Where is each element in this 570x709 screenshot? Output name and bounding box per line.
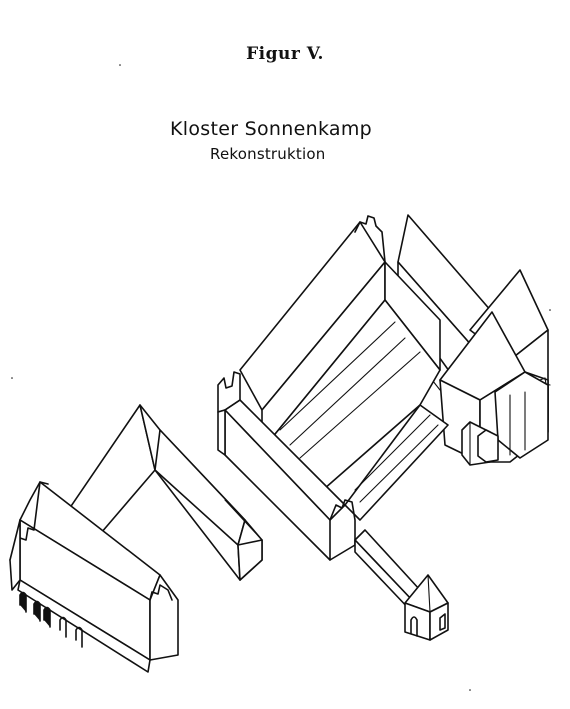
passage-and-gate-tower [354,529,449,641]
drawing-title: Kloster Sonnenkamp [170,118,373,140]
church-building [397,214,551,466]
scan-specks [11,64,551,691]
cloister-building [217,215,449,561]
west-range-building [9,404,263,673]
drawing-subtitle: Rekonstruktion [210,145,326,163]
figure-label: Figur V. [246,44,324,64]
